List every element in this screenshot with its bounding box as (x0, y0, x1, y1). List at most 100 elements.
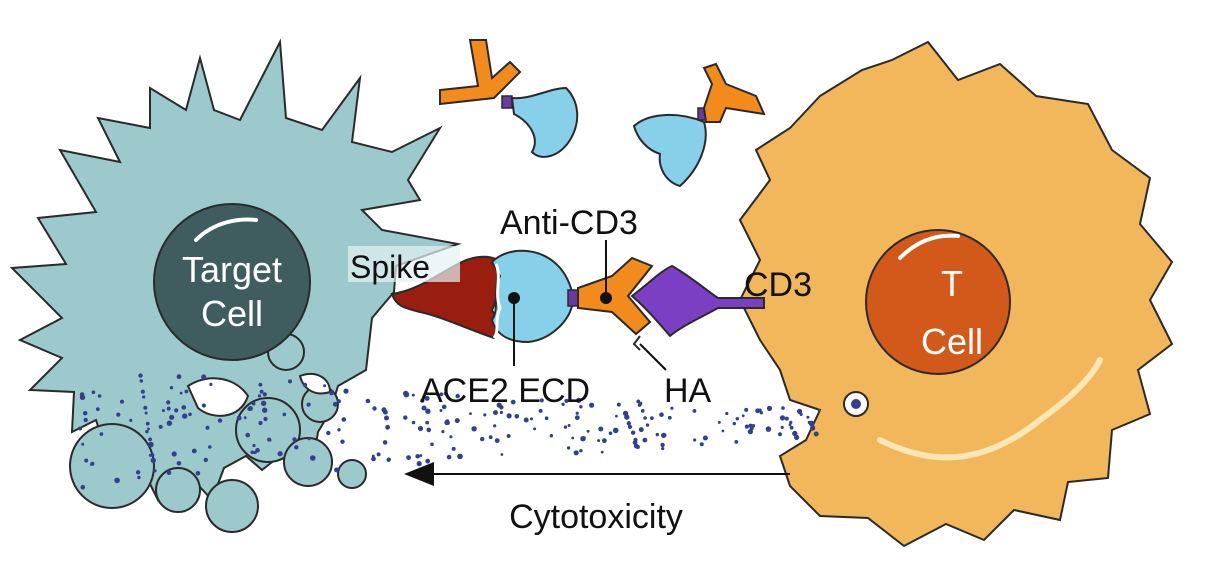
granule-dot (174, 408, 179, 413)
ha-leader-line (639, 343, 667, 371)
granule-dot (205, 425, 210, 430)
granule-dot (627, 424, 633, 429)
granule-dot (451, 446, 456, 451)
granule-dot (576, 397, 582, 403)
granule-dot (638, 427, 644, 433)
granule-dot (755, 408, 760, 414)
granule-dot (282, 412, 287, 417)
granule-dot (252, 443, 256, 448)
granule-dot (384, 415, 389, 421)
granule-dot (506, 434, 511, 438)
granule-dot (566, 446, 571, 450)
granule-dot (143, 405, 148, 410)
cytotoxicity-arrow: Cytotoxicity (404, 462, 790, 536)
granule-dot (741, 414, 745, 418)
granule-dot (446, 454, 452, 460)
granule-dot (166, 400, 171, 405)
granule-dot (616, 402, 621, 407)
granule-dot (169, 414, 175, 420)
granule-dot (247, 407, 252, 411)
spike-ace2-interface (492, 263, 502, 339)
granule-dot (89, 463, 93, 466)
granule-dot (744, 407, 749, 412)
granule-vesicle-core (851, 399, 861, 409)
granule-dot (166, 406, 171, 411)
granule-dot (116, 412, 121, 417)
granule-dot (483, 413, 487, 417)
granule-dot (176, 374, 182, 380)
granule-dot (184, 389, 189, 394)
granule-dot (699, 442, 704, 447)
granule-dot (288, 379, 292, 384)
granule-dot (81, 442, 85, 446)
granule-dot (119, 399, 125, 404)
granule-dot (692, 409, 697, 413)
granule-dot (236, 415, 242, 421)
granule-dot (150, 453, 155, 457)
granule-dot (259, 389, 264, 394)
target-cell-label-line2: Cell (201, 293, 263, 334)
granule-dot (643, 416, 647, 420)
granule-dot (563, 425, 568, 429)
granule-dot (493, 424, 497, 428)
granule-dot (243, 416, 247, 420)
granule-dot (500, 453, 504, 456)
granule-dot (337, 428, 341, 432)
granule-dot (129, 418, 133, 422)
nucleus-highlight (194, 217, 258, 242)
granule-dot (188, 412, 192, 417)
granule-dot (171, 451, 177, 457)
spike-label-backdrop (348, 246, 460, 282)
granule-dot (340, 439, 345, 444)
free-ace2-domain (632, 113, 707, 188)
granule-dot (406, 455, 411, 460)
granule-dot (589, 402, 595, 408)
granule-dot (732, 421, 736, 426)
granule-dot (661, 432, 667, 438)
granule-dot (147, 427, 150, 431)
granule-dot (425, 408, 431, 414)
granule-dot (650, 416, 654, 420)
granule-dot (766, 405, 773, 411)
granule-dot (506, 413, 512, 419)
granule-dot (181, 405, 187, 410)
granule-dot (343, 388, 349, 394)
granule-dot (759, 411, 763, 415)
granule-dot (372, 406, 377, 411)
granule-dot (306, 402, 311, 407)
granule-dot (778, 432, 782, 437)
granule-dot (538, 408, 543, 413)
spike-protein (390, 255, 502, 340)
granule-dot (158, 424, 163, 429)
granule-dot (469, 412, 472, 415)
granule-dot (494, 438, 500, 443)
granule-dot (292, 437, 297, 442)
granule-dot (262, 392, 267, 397)
granule-dot (642, 437, 648, 443)
granule-dot (455, 393, 460, 399)
granule-dot (153, 469, 157, 473)
granule-dot (201, 374, 207, 380)
granule-dot (84, 458, 89, 463)
t-cell: T Cell (738, 40, 1174, 548)
granule-dot (114, 477, 120, 484)
granule-dot (573, 450, 579, 456)
granule-dot (262, 407, 268, 413)
granule-dot (579, 405, 583, 409)
granule-dot (799, 412, 803, 416)
anti-cd3-label: Anti-CD3 (500, 204, 638, 242)
granule-dot (735, 417, 739, 421)
granule-dot (630, 430, 636, 435)
granule-dot (135, 470, 141, 475)
granule-dot (454, 418, 460, 424)
granule-dot (549, 434, 554, 438)
granule-dot (245, 432, 250, 438)
granule-dot (419, 454, 423, 458)
granule-dot (751, 424, 756, 428)
granule-dot (789, 420, 793, 424)
linker (567, 289, 579, 307)
granule-dot (667, 415, 672, 420)
granule-dot (781, 406, 785, 410)
granule-dot (382, 409, 388, 415)
granule-dot (597, 439, 601, 443)
